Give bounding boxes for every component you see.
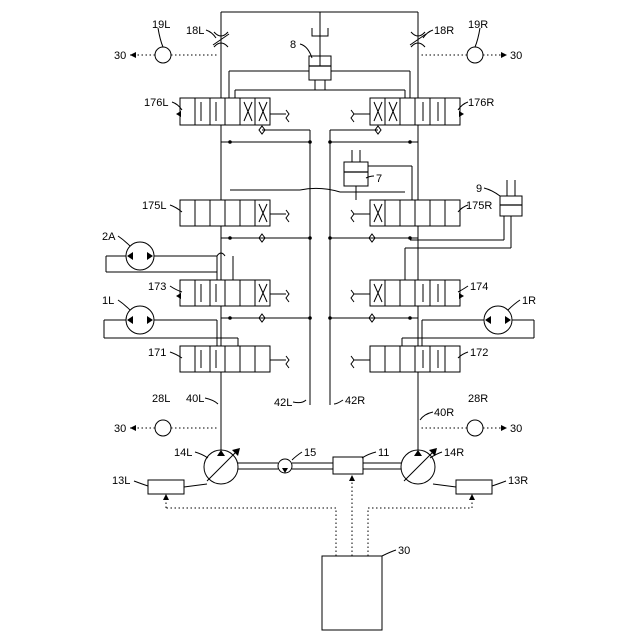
valve-173 (176, 280, 289, 306)
label-30-mid-right: 30 (510, 423, 522, 435)
pressure-sensor-19r (421, 47, 507, 63)
label-1r: 1R (522, 295, 536, 307)
label-176l: 176L (144, 97, 168, 109)
motor-1l (104, 306, 238, 346)
label-1l: 1L (102, 295, 114, 307)
labels: 19L 18L 8 18R 19R 30 30 176L 176R 7 9 17… (102, 19, 536, 557)
valve-174 (351, 280, 464, 306)
pressure-sensor-19l (130, 47, 218, 63)
label-42r: 42R (345, 395, 365, 407)
label-11: 11 (378, 447, 389, 459)
cylinder-8 (229, 28, 410, 98)
label-171: 171 (148, 347, 166, 359)
label-40r: 40R (434, 407, 454, 419)
label-2a: 2A (102, 231, 116, 243)
label-175r: 175R (466, 200, 492, 212)
motor-2a (106, 242, 233, 280)
label-30-controller: 30 (398, 545, 410, 557)
label-19l: 19L (152, 19, 170, 31)
label-28r: 28R (468, 393, 488, 405)
pump-14r (401, 448, 437, 484)
label-18l: 18L (186, 25, 204, 37)
valve-175l (180, 200, 289, 226)
valve-172 (351, 346, 460, 372)
regulator-13l (148, 480, 207, 494)
valve-176l (176, 98, 289, 125)
pump-14l (204, 448, 240, 484)
label-8: 8 (290, 39, 296, 51)
pressure-sensor-28l (130, 420, 218, 436)
label-15: 15 (304, 447, 316, 459)
drive-shaft (238, 457, 401, 474)
pressure-sensor-28r (421, 420, 507, 436)
valve-176r (351, 98, 464, 125)
controller-30 (163, 475, 475, 630)
label-174: 174 (470, 281, 488, 293)
regulator-13r (433, 480, 492, 494)
label-19r: 19R (468, 19, 488, 31)
label-172: 172 (470, 347, 488, 359)
motor-1r (402, 306, 534, 346)
label-30-top-left: 30 (114, 50, 126, 62)
label-40l: 40L (186, 393, 204, 405)
label-42l: 42L (274, 397, 292, 409)
label-28l: 28L (152, 393, 170, 405)
label-176r: 176R (468, 97, 494, 109)
label-9: 9 (476, 183, 482, 195)
valve-175r (351, 200, 460, 226)
label-13r: 13R (508, 475, 528, 487)
cylinder-9 (405, 180, 522, 280)
label-14r: 14R (444, 447, 464, 459)
label-30-mid-left: 30 (114, 423, 126, 435)
label-30-top-right: 30 (510, 50, 522, 62)
label-175l: 175L (142, 200, 166, 212)
valve-171 (180, 346, 289, 372)
label-18r: 18R (434, 25, 454, 37)
label-13l: 13L (112, 475, 130, 487)
label-7: 7 (376, 173, 382, 185)
label-14l: 14L (174, 447, 192, 459)
label-173: 173 (148, 281, 166, 293)
